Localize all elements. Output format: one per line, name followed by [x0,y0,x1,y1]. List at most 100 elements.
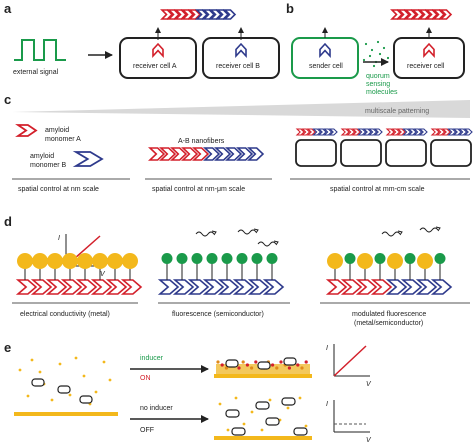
chevron [425,9,439,20]
chevron [295,128,305,136]
cell [430,139,472,167]
chevron [385,128,395,136]
aggregate-dot [304,360,308,364]
green-particle [344,253,356,264]
chevron [340,279,363,295]
chevron [411,9,425,20]
aggregate-dot [237,366,241,370]
monomer-b-label-1: amyloid [30,153,54,160]
panel-label-c: c [4,92,11,107]
uninduced-culture [214,396,312,440]
chevron [75,279,98,295]
bacterium [293,427,308,436]
chevron [432,9,446,20]
no-inducer-label: no inducer [140,405,173,412]
aggregate-dot [245,363,249,367]
aggregate-dot [296,363,300,367]
chevron [312,128,322,136]
bacterium [57,385,71,394]
gold-particle [357,253,373,269]
nanoparticle [242,422,246,426]
receiver-cell-b-label: receiver cell B [216,63,260,70]
quorum-dot [376,40,380,44]
monomer-b-label-2: monomer B [30,162,67,169]
chevron [45,279,68,295]
chevron [217,279,240,295]
nanoparticle [50,398,54,402]
off-iv-v-label: V [366,437,372,444]
chevron [415,279,438,295]
cell-a-monomer-a [152,42,164,59]
chevron [340,128,350,136]
chevron [447,128,457,136]
gold-particle [387,253,403,269]
gold-particle [107,253,123,269]
gold-particle [32,253,48,269]
fluorescence-label: fluorescence (semiconductor) [172,311,264,318]
photon-head [435,226,441,232]
off-iv-i-label: I [326,401,328,408]
aggregate-dot [271,363,275,367]
chevron [430,279,453,295]
chevron-up [423,42,435,59]
chevron [362,128,372,136]
quorum-dot [378,52,382,56]
chevron [223,9,237,20]
chevron [436,128,446,136]
quorum-dot [362,58,366,62]
off-label: OFF [140,427,154,434]
chevron [232,279,255,295]
cell [385,139,427,167]
nanofibers-label: A-B nanofibers [178,138,225,145]
green-particle [434,253,446,264]
multiscale-label: multiscale patterning [365,108,429,115]
chevron [15,279,38,295]
gold-particle [122,253,138,269]
photon [419,227,439,233]
conductivity-label: electrical conductivity (metal) [20,311,110,318]
panel-label-a: a [4,1,12,16]
sender-cell-label: sender cell [309,63,343,70]
cell-b-monomer-b [235,42,247,59]
scale-mm-cm-label: spatial control at mm-cm scale [330,186,425,193]
chevron [325,279,348,295]
nanoparticle [94,390,98,394]
receiver-cell-label: receiver cell [407,63,445,70]
chevron [174,9,188,20]
bacterium [31,378,45,387]
gold-particle [77,253,93,269]
on-iv-i-label: I [326,345,328,352]
quorum-label-3: molecules [366,89,398,96]
chevron [181,147,199,161]
semiconductor-assembly [157,228,285,295]
receiver-cell-a-label: receiver cell A [133,63,177,70]
nanoparticle [108,378,112,382]
chevron [105,279,128,295]
nanoparticle [234,396,238,400]
chevron [418,9,432,20]
induced-film [214,357,312,378]
chevron [396,128,406,136]
chevron-up [235,42,247,59]
panel-label-e: e [4,340,11,355]
nanoparticle [250,410,254,414]
panel-label-b: b [286,1,294,16]
photon [237,229,257,235]
nanoparticle [102,360,106,364]
chevron [370,279,393,295]
chevron-up [152,42,164,59]
nanoparticle [286,406,290,410]
bacterium [283,357,297,366]
substrate [14,412,118,416]
nanoparticle [18,368,22,372]
bacterium [281,397,296,406]
green-particle [161,253,173,264]
chevron [385,279,408,295]
chevron [15,124,38,137]
chevron [90,279,113,295]
chevron [167,9,181,20]
chevron [418,128,428,136]
quorum-label-2: sensing [366,81,390,88]
on-label: ON [140,375,151,382]
chevron [368,128,378,136]
